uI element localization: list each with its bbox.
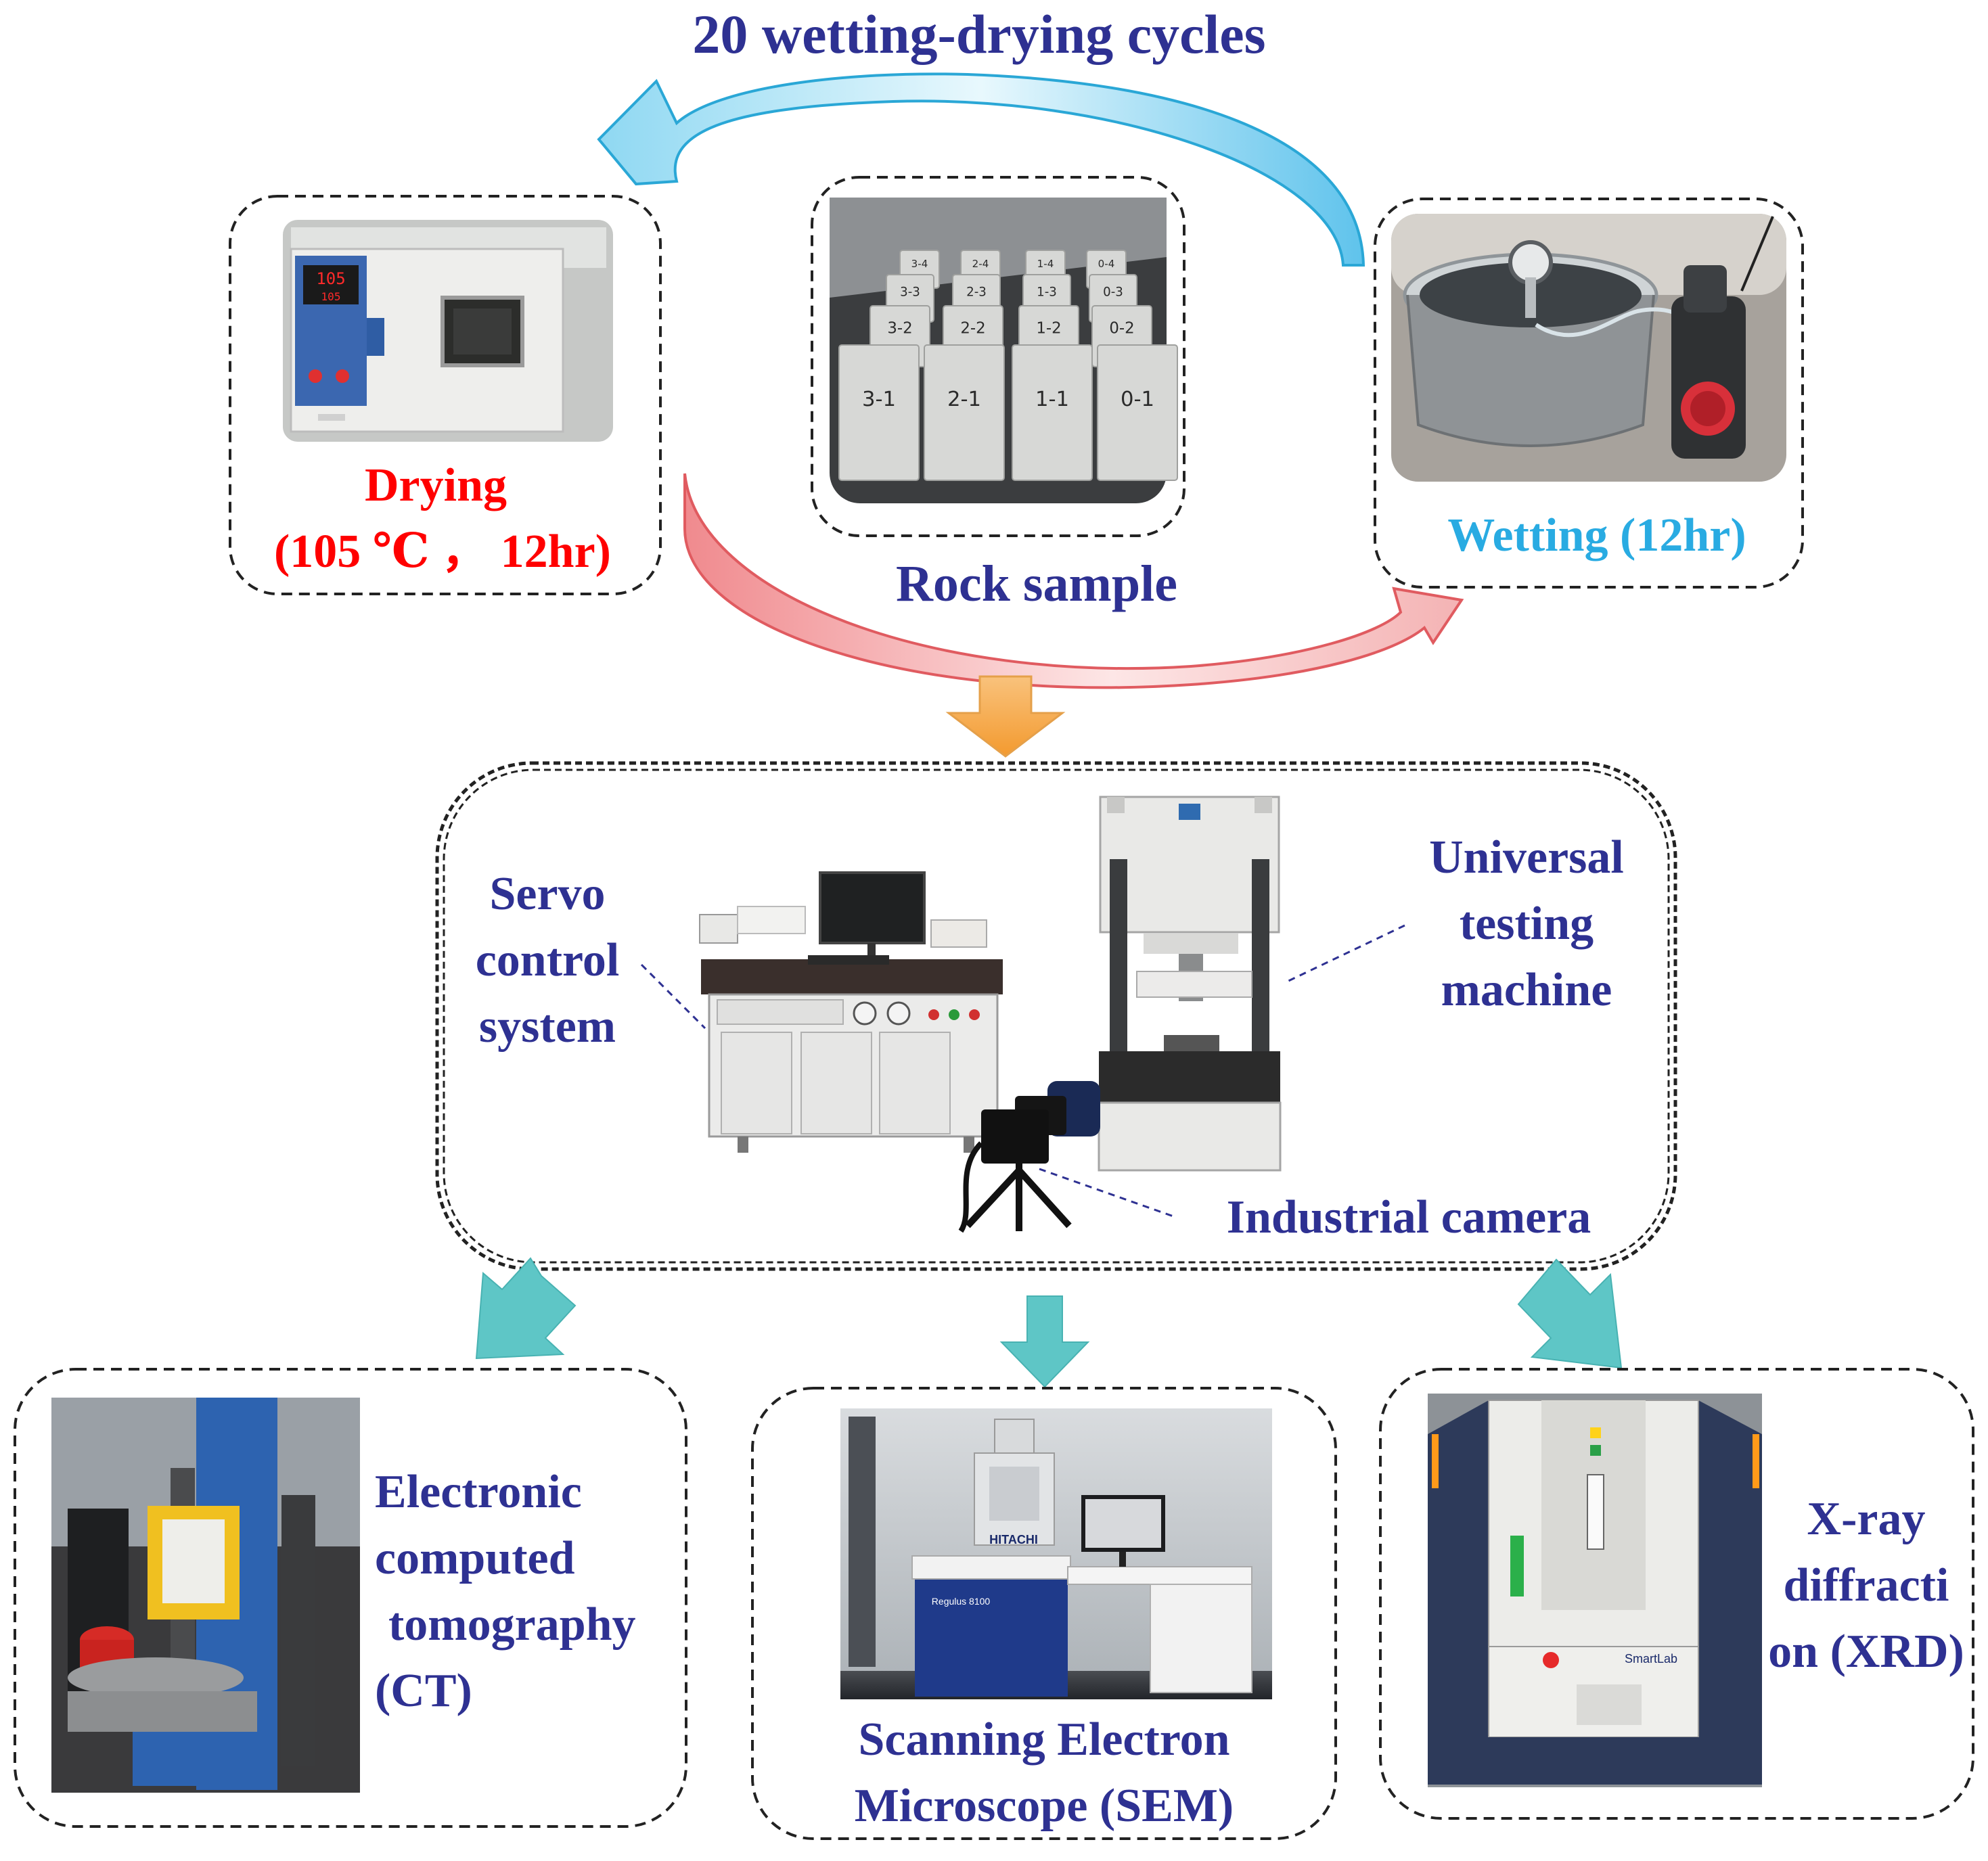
- ct-photo: [51, 1398, 360, 1793]
- rock-sample-photo: 3-4 2-4 1-4 0-4 3-3 2-3 1-3 0-3 3-2 2-2 1-2 0-2 3-1 2…: [830, 198, 1178, 503]
- utm-label-3: machine: [1441, 964, 1612, 1016]
- rock-block-tag: 2-3: [966, 285, 987, 300]
- to-xrd-arrow: [1517, 1258, 1623, 1369]
- rock-block-tag: 1-3: [1037, 285, 1057, 300]
- ct-label-4: (CT): [375, 1665, 472, 1717]
- vacuum-vessel-photo: [1391, 214, 1786, 482]
- xrd-brand: SmartLab: [1625, 1652, 1677, 1665]
- sem-label-1: Scanning Electron: [858, 1714, 1229, 1766]
- sem-brand: HITACHI: [989, 1533, 1038, 1546]
- industrial-camera-photo: [958, 1081, 1100, 1233]
- rock-block: [1012, 344, 1093, 481]
- sem-photo: HITACHI Regulus 8100: [840, 1408, 1272, 1699]
- xrd-photo: SmartLab: [1428, 1394, 1762, 1787]
- ct-label-3: tomography: [388, 1599, 636, 1651]
- drying-condition: (105 ℃ ， 12hr): [274, 526, 611, 578]
- rock-block-tag: 0-3: [1103, 285, 1123, 300]
- to-testing-arrow: [945, 675, 1066, 758]
- utm-leader-line: [1285, 924, 1405, 984]
- oven-display-bottom: 105: [321, 290, 341, 303]
- rock-block-tag: 1-2: [1036, 320, 1061, 338]
- testing-panel: [435, 761, 1677, 1271]
- rock-blocks: 3-4 2-4 1-4 0-4 3-3 2-3 1-3 0-3 3-2 2-2 1-2 0-2 3-1 2…: [838, 250, 1178, 481]
- ct-panel: [14, 1368, 687, 1828]
- drying-label: Drying: [365, 459, 507, 511]
- rock-block-tag: 0-2: [1109, 320, 1134, 338]
- cycle-title: 20 wetting-drying cycles: [692, 3, 1265, 65]
- xrd-label-3: on (XRD): [1768, 1626, 1964, 1678]
- utm-label-2: testing: [1460, 898, 1594, 950]
- dry-to-wet-arrow: [683, 473, 1464, 689]
- camera-leader-line: [1039, 1168, 1174, 1218]
- ct-label-1: Electronic: [375, 1466, 582, 1518]
- ct-label-2: computed: [375, 1532, 575, 1584]
- servo-label-2: control: [476, 934, 620, 986]
- wet-to-dry-arrow: [597, 72, 1365, 267]
- to-sem-arrow: [999, 1295, 1090, 1388]
- rock-block-tag: 3-4: [911, 258, 928, 270]
- xrd-label-1: X-ray: [1807, 1493, 1926, 1545]
- rock-block-tag: 3-2: [887, 320, 912, 338]
- testing-panel-inner: [443, 768, 1670, 1264]
- xrd-label-2: diffracti: [1784, 1559, 1949, 1611]
- rock-block-tag: 3-1: [862, 388, 896, 411]
- universal-testing-machine-photo: [1098, 796, 1282, 1172]
- sem-model: Regulus 8100: [932, 1596, 991, 1607]
- oven-display-top: 105: [316, 269, 345, 288]
- xrd-panel: [1379, 1368, 1974, 1820]
- servo-leader-line: [640, 963, 706, 1030]
- rock-sample-panel: [811, 176, 1185, 537]
- rock-block-tag: 0-1: [1121, 388, 1154, 411]
- camera-label: Industrial camera: [1227, 1191, 1591, 1243]
- rock-block-tag: 1-1: [1035, 388, 1069, 411]
- wetting-panel: [1374, 198, 1804, 589]
- rock-sample-label: Rock sample: [896, 555, 1177, 612]
- rock-block-tag: 2-2: [960, 320, 985, 338]
- sem-label-2: Microscope (SEM): [855, 1780, 1234, 1832]
- servo-console-photo: [699, 871, 1003, 1153]
- rock-block-tag: 3-3: [900, 285, 920, 300]
- rock-block-tag: 0-4: [1098, 258, 1115, 270]
- servo-label-1: Servo: [489, 868, 605, 920]
- rock-block: [924, 344, 1005, 481]
- oven-photo: 105 105: [283, 220, 613, 442]
- rock-block-tag: 1-4: [1037, 258, 1054, 270]
- utm-label-1: Universal: [1429, 831, 1624, 883]
- servo-label-3: system: [479, 1001, 616, 1053]
- rock-block-tag: 2-4: [972, 258, 989, 270]
- wetting-label: Wetting (12hr): [1447, 509, 1746, 561]
- rock-block: [1097, 344, 1178, 481]
- to-ct-arrow: [475, 1257, 577, 1360]
- rock-block: [838, 344, 920, 481]
- sem-panel: [751, 1387, 1337, 1840]
- rock-block-tag: 2-1: [947, 388, 981, 411]
- drying-panel: [229, 195, 662, 595]
